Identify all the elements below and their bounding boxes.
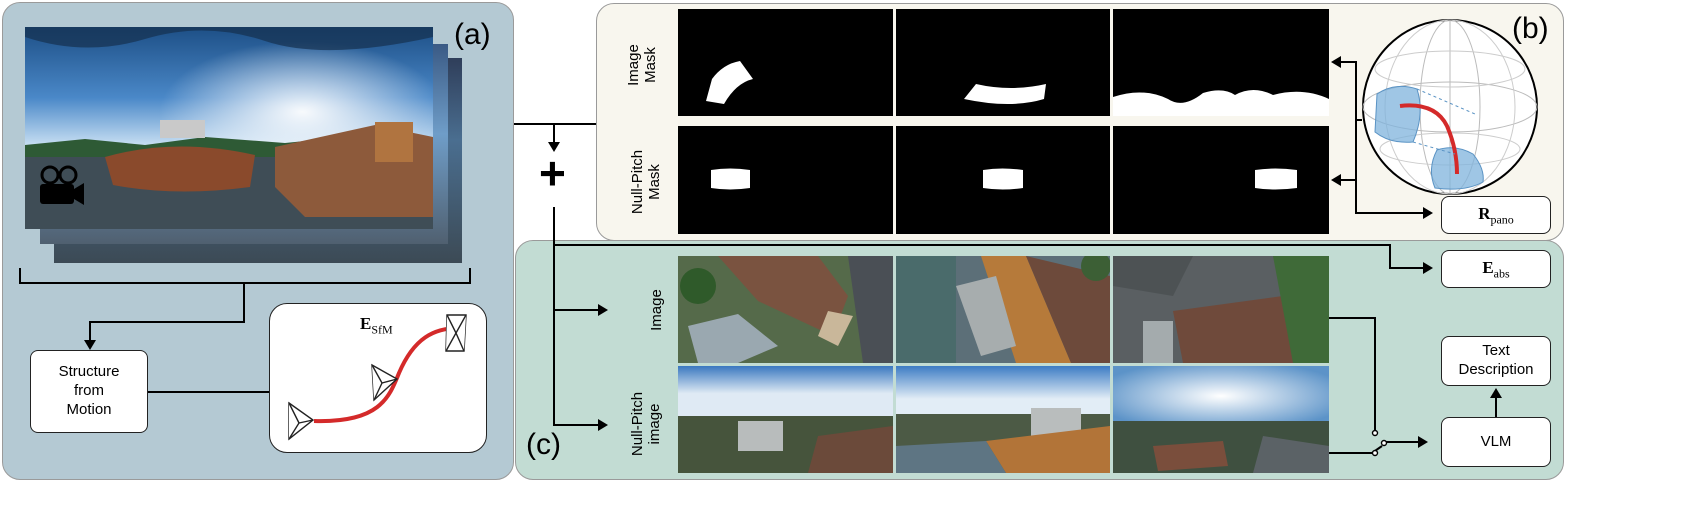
perspective-image-1 bbox=[678, 256, 893, 363]
e-sfm-symbol: E bbox=[360, 314, 372, 333]
sfm-line-3: Motion bbox=[66, 400, 112, 418]
panel-c-label: (c) bbox=[526, 428, 561, 461]
panel-a-label: (a) bbox=[454, 18, 491, 51]
vlm-label: VLM bbox=[1480, 432, 1512, 450]
null-pitch-mask-1 bbox=[678, 126, 893, 234]
sfm-line-2: from bbox=[74, 382, 104, 400]
null-pitch-mask-3 bbox=[1113, 126, 1329, 234]
image-mask-2 bbox=[896, 9, 1110, 116]
r-pano-box: Rpano bbox=[1441, 196, 1551, 234]
text-description-box: Text Description bbox=[1441, 336, 1551, 386]
camera-frustum-icon bbox=[288, 401, 315, 441]
plus-sign: + bbox=[539, 147, 566, 199]
panorama-frame-front bbox=[25, 27, 433, 229]
camera-frustum-icon bbox=[445, 314, 467, 352]
image-mask-3 bbox=[1113, 9, 1329, 116]
sfm-line-1: Structure bbox=[58, 363, 120, 381]
e-abs-symbol: E bbox=[1482, 257, 1494, 277]
text-description-line-1: Text bbox=[1482, 342, 1510, 360]
e-abs-subscript: abs bbox=[1493, 266, 1510, 281]
null-pitch-image-3 bbox=[1113, 366, 1329, 473]
vlm-box: VLM bbox=[1441, 417, 1551, 467]
e-sfm-label: ESfM bbox=[360, 314, 393, 337]
e-abs-box: Eabs bbox=[1441, 250, 1551, 288]
r-pano-subscript: pano bbox=[1490, 212, 1514, 227]
panel-b-label: (b) bbox=[1512, 12, 1549, 45]
camera-frustum-icon bbox=[371, 363, 399, 402]
perspective-image-3 bbox=[1113, 256, 1329, 363]
video-camera-icon bbox=[40, 165, 84, 205]
image-mask-1 bbox=[678, 9, 893, 116]
structure-from-motion-box: Structure from Motion bbox=[30, 350, 148, 433]
r-pano-symbol: R bbox=[1478, 203, 1491, 223]
panorama-image bbox=[25, 27, 433, 229]
null-pitch-image-1 bbox=[678, 366, 893, 473]
perspective-image-2 bbox=[896, 256, 1110, 363]
sphere-icon bbox=[1362, 19, 1538, 195]
switch-icon bbox=[1371, 429, 1388, 457]
panel-a-connectors bbox=[19, 268, 471, 398]
sfm-trajectory-drawing bbox=[288, 314, 467, 441]
e-sfm-subscript: SfM bbox=[371, 322, 393, 337]
null-pitch-mask-2 bbox=[896, 126, 1110, 234]
null-pitch-image-2 bbox=[896, 366, 1110, 473]
text-description-line-2: Description bbox=[1458, 361, 1534, 378]
